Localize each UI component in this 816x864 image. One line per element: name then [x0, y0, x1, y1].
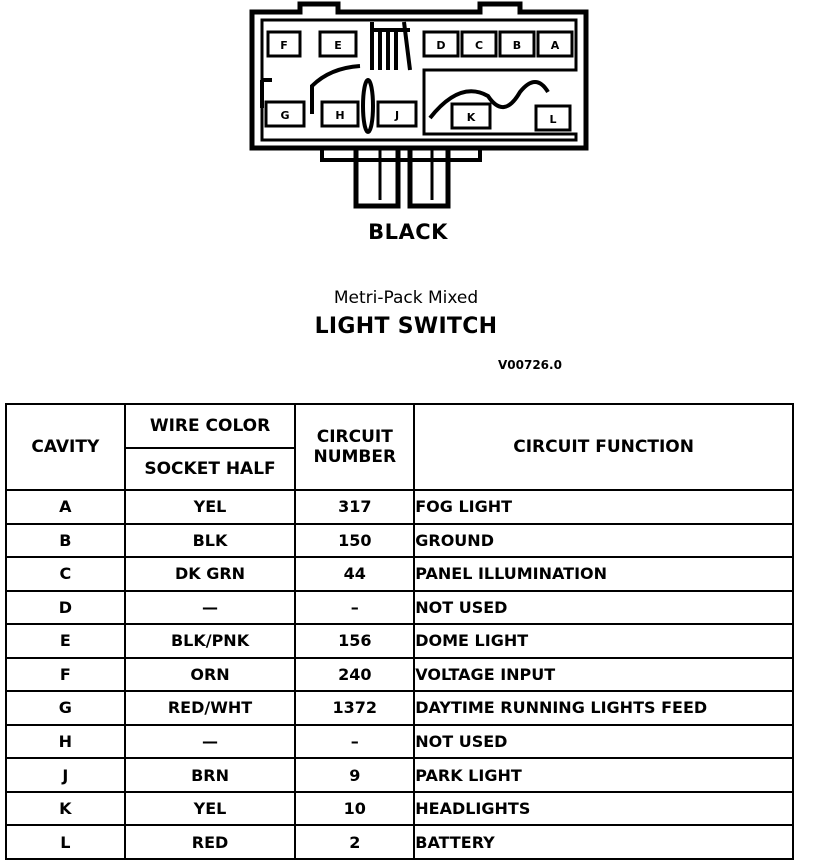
circuit-function-cell: HEADLIGHTS: [413, 790, 794, 827]
wire-color-cell: —: [123, 589, 297, 626]
circuit-function-cell: NOT USED: [413, 723, 794, 760]
circuit-number-cell: 1372: [294, 690, 416, 726]
cavity-cell: A: [5, 489, 126, 525]
circuit-number-cell: 156: [294, 623, 416, 659]
cavity-cell: G: [5, 690, 126, 726]
header-circuit-function: CIRCUIT FUNCTION: [413, 403, 794, 491]
cavity-label-e: E: [334, 39, 342, 52]
header-cavity: CAVITY: [5, 403, 126, 491]
wire-color-cell: BLK: [123, 522, 297, 559]
table-row: J BRN 9 PARK LIGHT: [5, 757, 794, 793]
connector-type: Metri-Pack Mixed: [333, 288, 479, 308]
connector-color-label: BLACK: [368, 220, 448, 244]
cavity-label-a: A: [551, 39, 560, 52]
table-row: L RED 2 BATTERY: [5, 824, 794, 860]
table-row: K YEL 10 HEADLIGHTS: [5, 790, 794, 827]
cavity-label-l: L: [549, 113, 556, 126]
circuit-number-cell: 240: [294, 656, 416, 693]
circuit-function-cell: PARK LIGHT: [413, 757, 794, 793]
table-row: G RED/WHT 1372 DAYTIME RUNNING LIGHTS FE…: [5, 690, 794, 726]
table-row: D — – NOT USED: [5, 589, 794, 626]
circuit-number-cell: 10: [294, 790, 416, 827]
cavity-cell: L: [5, 824, 126, 860]
header-wire-color: WIRE COLOR: [123, 403, 297, 449]
wire-color-cell: YEL: [123, 489, 297, 525]
cavity-cell: C: [5, 556, 126, 592]
circuit-function-cell: FOG LIGHT: [413, 489, 794, 525]
wire-color-cell: DK GRN: [123, 556, 297, 592]
cavity-cell: H: [5, 723, 126, 760]
cavity-label-c: C: [475, 39, 483, 52]
cavity-label-h: H: [335, 109, 344, 122]
table-row: C DK GRN 44 PANEL ILLUMINATION: [5, 556, 794, 592]
circuit-number-cell: 317: [294, 489, 416, 525]
connector-ramp-right: [428, 80, 550, 120]
cavity-label-f: F: [280, 39, 288, 52]
connector-lock: [370, 21, 412, 71]
header-circuit-number: CIRCUIT NUMBER: [294, 403, 416, 491]
connector-inner-outline: [260, 18, 578, 142]
cavity-cell: B: [5, 522, 126, 559]
cavity-cell: K: [5, 790, 126, 827]
cavity-label-b: B: [513, 39, 521, 52]
cavity-cell: J: [5, 757, 126, 793]
wire-color-cell: RED/WHT: [123, 690, 297, 726]
connector-ramp-left: [310, 64, 361, 114]
header-socket-half: SOCKET HALF: [123, 447, 297, 491]
circuit-number-cell: 150: [294, 522, 416, 559]
wire-color-cell: BLK/PNK: [123, 623, 297, 659]
circuit-number-cell: 2: [294, 824, 416, 860]
circuit-function-cell: PANEL ILLUMINATION: [413, 556, 794, 592]
cavity-cell: F: [5, 656, 126, 693]
terminal-post-left: [353, 148, 401, 209]
table-row: E BLK/PNK 156 DOME LIGHT: [5, 623, 794, 659]
cavity-cell: E: [5, 623, 126, 659]
connector-title: LIGHT SWITCH: [314, 314, 498, 339]
wire-color-cell: BRN: [123, 757, 297, 793]
cavity-label-g: G: [280, 109, 289, 122]
wire-color-cell: YEL: [123, 790, 297, 827]
table-row: H — – NOT USED: [5, 723, 794, 760]
connector-diagram: F E D C B A G H J K L: [249, 1, 589, 209]
reference-code: V00726.0: [498, 358, 562, 372]
cavity-label-d: D: [436, 39, 445, 52]
table-row: B BLK 150 GROUND: [5, 522, 794, 559]
wire-color-cell: ORN: [123, 656, 297, 693]
circuit-function-cell: VOLTAGE INPUT: [413, 656, 794, 693]
table-row: A YEL 317 FOG LIGHT: [5, 489, 794, 525]
circuit-function-cell: GROUND: [413, 522, 794, 559]
connector-housing: [249, 1, 589, 151]
terminal-post-right: [407, 148, 451, 209]
circuit-number-cell: 44: [294, 556, 416, 592]
pinout-table: CAVITY WIRE COLOR CIRCUIT NUMBER CIRCUIT…: [5, 403, 794, 860]
circuit-function-cell: BATTERY: [413, 824, 794, 860]
circuit-number-cell: –: [294, 723, 416, 760]
circuit-number-cell: –: [294, 589, 416, 626]
circuit-function-cell: NOT USED: [413, 589, 794, 626]
circuit-function-cell: DAYTIME RUNNING LIGHTS FEED: [413, 690, 794, 726]
cavity-label-k: K: [467, 111, 476, 124]
table-row: F ORN 240 VOLTAGE INPUT: [5, 656, 794, 693]
circuit-number-cell: 9: [294, 757, 416, 793]
wire-color-cell: RED: [123, 824, 297, 860]
wire-color-cell: —: [123, 723, 297, 760]
circuit-function-cell: DOME LIGHT: [413, 623, 794, 659]
cavity-label-j: J: [394, 109, 399, 122]
cavity-cell: D: [5, 589, 126, 626]
